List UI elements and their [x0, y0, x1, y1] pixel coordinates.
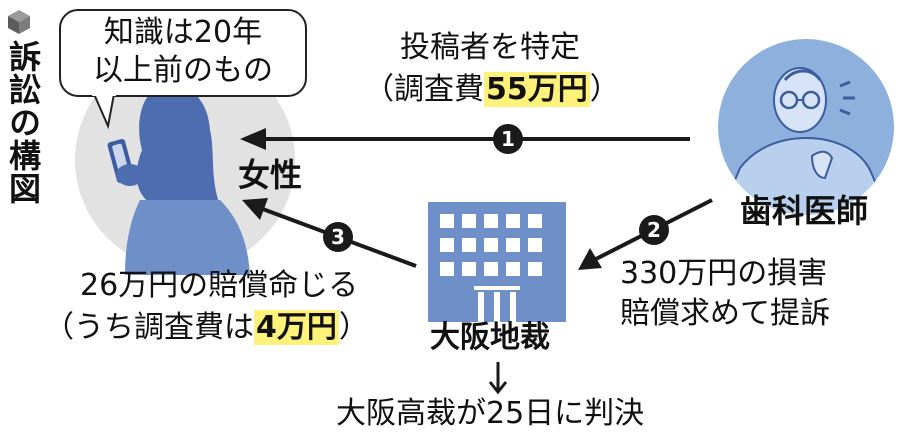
arrow-3-line-2-pre: （うち調査費は	[44, 310, 254, 345]
arrow-3-number: 3	[331, 225, 345, 249]
speech-line-2: 以上前のもの	[93, 53, 273, 88]
arrow-1	[240, 124, 690, 154]
arrow-3-highlight: 4万円	[254, 310, 339, 345]
arrow-3-line-1: 26万円の賠償命じる	[80, 268, 359, 303]
arrow-1-line-2-post: ）	[589, 72, 620, 107]
woman-illustration	[75, 50, 295, 275]
dentist-label: 歯科医師	[740, 192, 869, 230]
speech-line-1: 知識は20年	[103, 15, 263, 50]
arrow-2-number: 2	[647, 218, 661, 242]
arrow-1-number: 1	[501, 127, 515, 151]
arrow-2-line-1: 330万円の損害	[620, 256, 828, 291]
arrow-1-line-2: （調査費55万円）	[364, 72, 620, 108]
arrow-3	[242, 198, 417, 268]
woman-label: 女性	[238, 156, 303, 194]
court-label: 大阪地裁	[430, 320, 550, 355]
arrow-1-line-2-pre: （調査費	[364, 72, 484, 107]
arrow-3-line-2: （うち調査費は4万円）	[44, 310, 369, 346]
arrow-2-line-2: 賠償求めて提訴	[620, 296, 830, 331]
cube-icon	[8, 10, 30, 34]
speech-bubble	[59, 9, 307, 130]
arrow-1-highlight: 55万円	[484, 72, 590, 107]
arrow-3-line-2-post: ）	[338, 310, 369, 345]
speech-text: 知識は20年 以上前のもの	[58, 14, 308, 90]
arrow-1-line-1: 投稿者を特定	[400, 30, 580, 65]
down-arrow	[488, 362, 508, 395]
diagram-title: 訴訟の構図	[4, 40, 42, 205]
dentist-illustration	[718, 39, 894, 215]
court-building-icon	[428, 202, 566, 322]
high-court-text: 大阪高裁が25日に判決	[336, 396, 645, 431]
arrow-2	[578, 198, 713, 270]
